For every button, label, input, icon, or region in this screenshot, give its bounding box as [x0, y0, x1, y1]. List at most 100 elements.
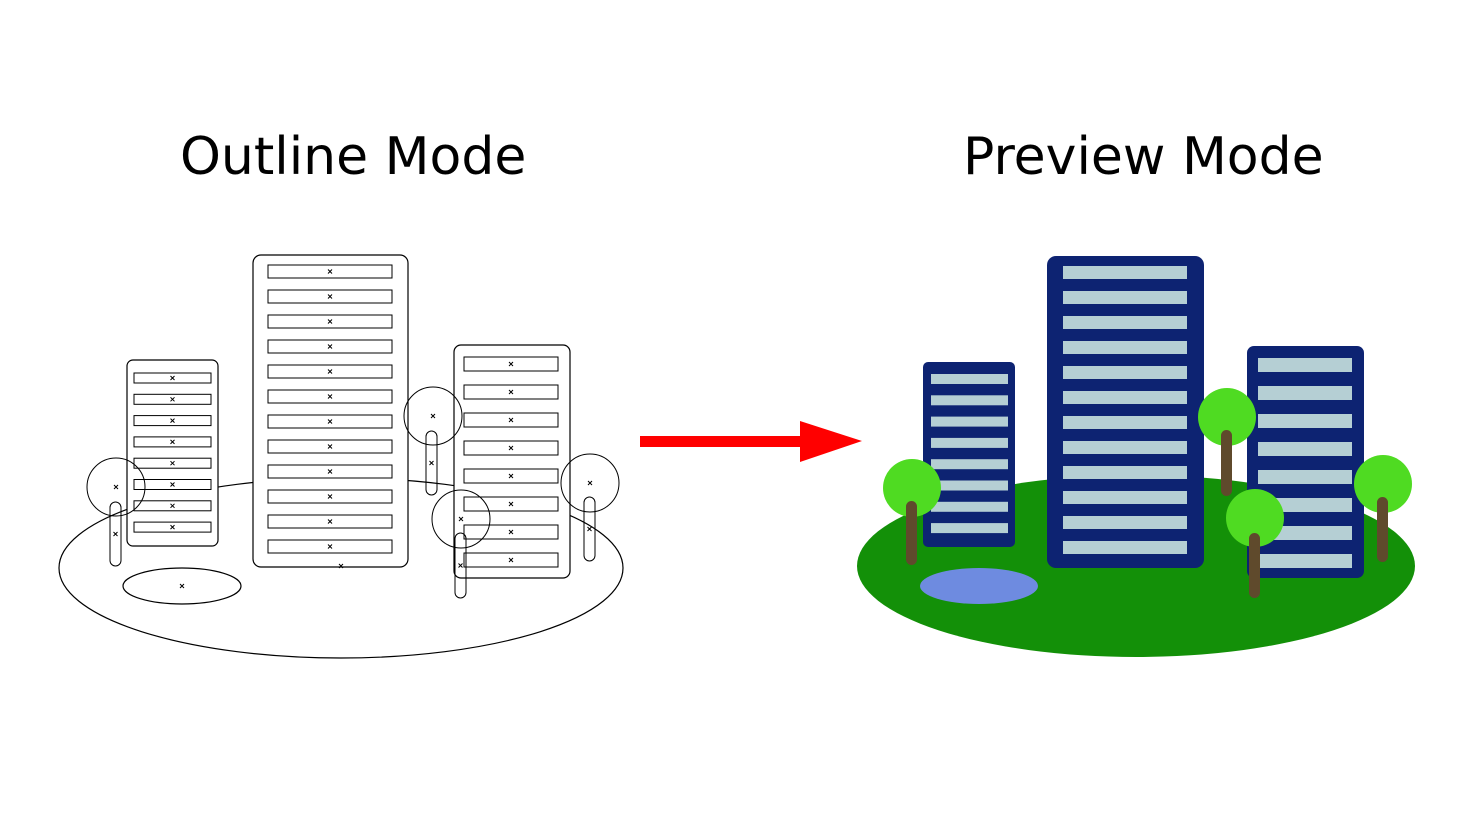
outline-illustration	[58, 254, 624, 659]
x-marker-icon	[508, 445, 514, 451]
x-marker-icon	[508, 417, 514, 423]
x-marker-icon	[170, 418, 175, 423]
x-marker-icon	[327, 344, 333, 349]
outline-building-center-window	[267, 539, 393, 554]
outline-tree-canopy	[403, 386, 463, 446]
preview-building-right-window	[1258, 414, 1352, 428]
outline-building-left-window	[133, 372, 212, 384]
outline-building-center-window	[267, 289, 393, 304]
outline-building-right-window	[463, 524, 559, 540]
outline-building-center	[252, 254, 409, 568]
outline-building-left-window	[133, 521, 212, 533]
x-marker-icon	[170, 482, 175, 487]
x-marker-icon	[327, 469, 333, 474]
preview-tree-trunk	[1221, 430, 1232, 496]
outline-building-left-window	[133, 393, 212, 405]
preview-building-center-window	[1063, 366, 1187, 379]
x-marker-icon	[327, 444, 333, 449]
x-marker-icon	[508, 361, 514, 367]
outline-building-center-window	[267, 464, 393, 479]
outline-tree-trunk	[425, 430, 438, 496]
x-marker-icon	[587, 480, 593, 486]
x-marker-icon	[430, 413, 436, 419]
outline-building-left-window	[133, 457, 212, 469]
preview-building-center-window	[1063, 541, 1187, 554]
outline-tree-canopy	[560, 453, 620, 513]
preview-tree-trunk	[906, 501, 917, 565]
x-marker-icon	[508, 501, 514, 507]
preview-building-center-window	[1063, 516, 1187, 529]
preview-building-left-window	[931, 523, 1008, 534]
x-marker-icon	[327, 544, 333, 549]
preview-tree-trunk	[1249, 533, 1260, 598]
x-marker-icon	[113, 531, 118, 537]
outline-tree-trunk	[583, 496, 596, 562]
outline-building-center-window	[267, 364, 393, 379]
x-marker-icon	[508, 529, 514, 535]
x-marker-icon	[113, 484, 119, 490]
preview-tree-canopy	[883, 459, 941, 517]
x-marker-icon	[327, 394, 333, 399]
right-arrow-icon	[640, 421, 862, 462]
outline-building-right	[453, 344, 571, 579]
outline-building-center-window	[267, 264, 393, 279]
outline-building-left	[126, 359, 219, 547]
preview-building-center-window	[1063, 316, 1187, 329]
outline-building-center-window	[267, 339, 393, 354]
x-marker-icon	[458, 516, 464, 522]
preview-building-right-window	[1258, 358, 1352, 372]
outline-building-left-window	[133, 436, 212, 448]
outline-building-center-window	[267, 314, 393, 329]
x-marker-icon	[508, 389, 514, 395]
outline-building-left-window	[133, 415, 212, 427]
outline-building-center-window	[267, 439, 393, 454]
x-marker-icon	[429, 460, 434, 466]
outline-tree-trunk	[109, 501, 122, 567]
preview-tree-canopy	[1226, 489, 1284, 547]
preview-tree-trunk	[1377, 497, 1388, 562]
outline-tree-canopy	[431, 489, 491, 549]
x-marker-icon	[327, 319, 333, 324]
preview-pond	[920, 568, 1038, 604]
outline-building-center-window	[267, 414, 393, 429]
preview-building-center-window	[1063, 291, 1187, 304]
outline-building-right-window	[463, 412, 559, 428]
x-marker-icon	[587, 526, 592, 532]
preview-building-left-window	[931, 480, 1008, 491]
x-marker-icon	[170, 524, 175, 530]
x-marker-icon	[327, 269, 333, 274]
preview-building-left-window	[931, 437, 1008, 448]
x-marker-icon	[327, 294, 333, 299]
preview-building-center-window	[1063, 491, 1187, 504]
x-marker-icon	[327, 419, 333, 424]
x-marker-icon	[170, 460, 175, 466]
outline-building-center-window	[267, 389, 393, 404]
x-marker-icon	[179, 583, 185, 589]
x-marker-icon	[170, 396, 175, 402]
x-marker-icon	[170, 503, 175, 509]
x-marker-icon	[458, 563, 463, 568]
outline-tree-trunk	[454, 532, 467, 599]
outline-building-right-window	[463, 552, 559, 568]
preview-building-left-window	[931, 416, 1008, 427]
outline-building-center-window	[267, 514, 393, 529]
preview-mode-title: Preview Mode	[963, 127, 1324, 187]
preview-building-left-window	[931, 374, 1008, 384]
preview-building-right-window	[1258, 470, 1352, 484]
preview-building-center-window	[1063, 466, 1187, 479]
x-marker-icon	[327, 369, 333, 374]
outline-building-right-window	[463, 440, 559, 456]
preview-building-center-window	[1063, 441, 1187, 454]
x-marker-icon	[170, 439, 175, 445]
outline-mode-title: Outline Mode	[180, 127, 527, 187]
preview-building-center-window	[1063, 391, 1187, 404]
preview-building-center	[1047, 256, 1204, 568]
preview-illustration	[857, 256, 1415, 657]
preview-building-center-window	[1063, 341, 1187, 354]
preview-tree-canopy	[1198, 388, 1256, 446]
x-marker-icon	[338, 563, 344, 569]
preview-building-left	[923, 362, 1015, 547]
x-marker-icon	[508, 473, 514, 479]
x-marker-icon	[327, 494, 333, 499]
